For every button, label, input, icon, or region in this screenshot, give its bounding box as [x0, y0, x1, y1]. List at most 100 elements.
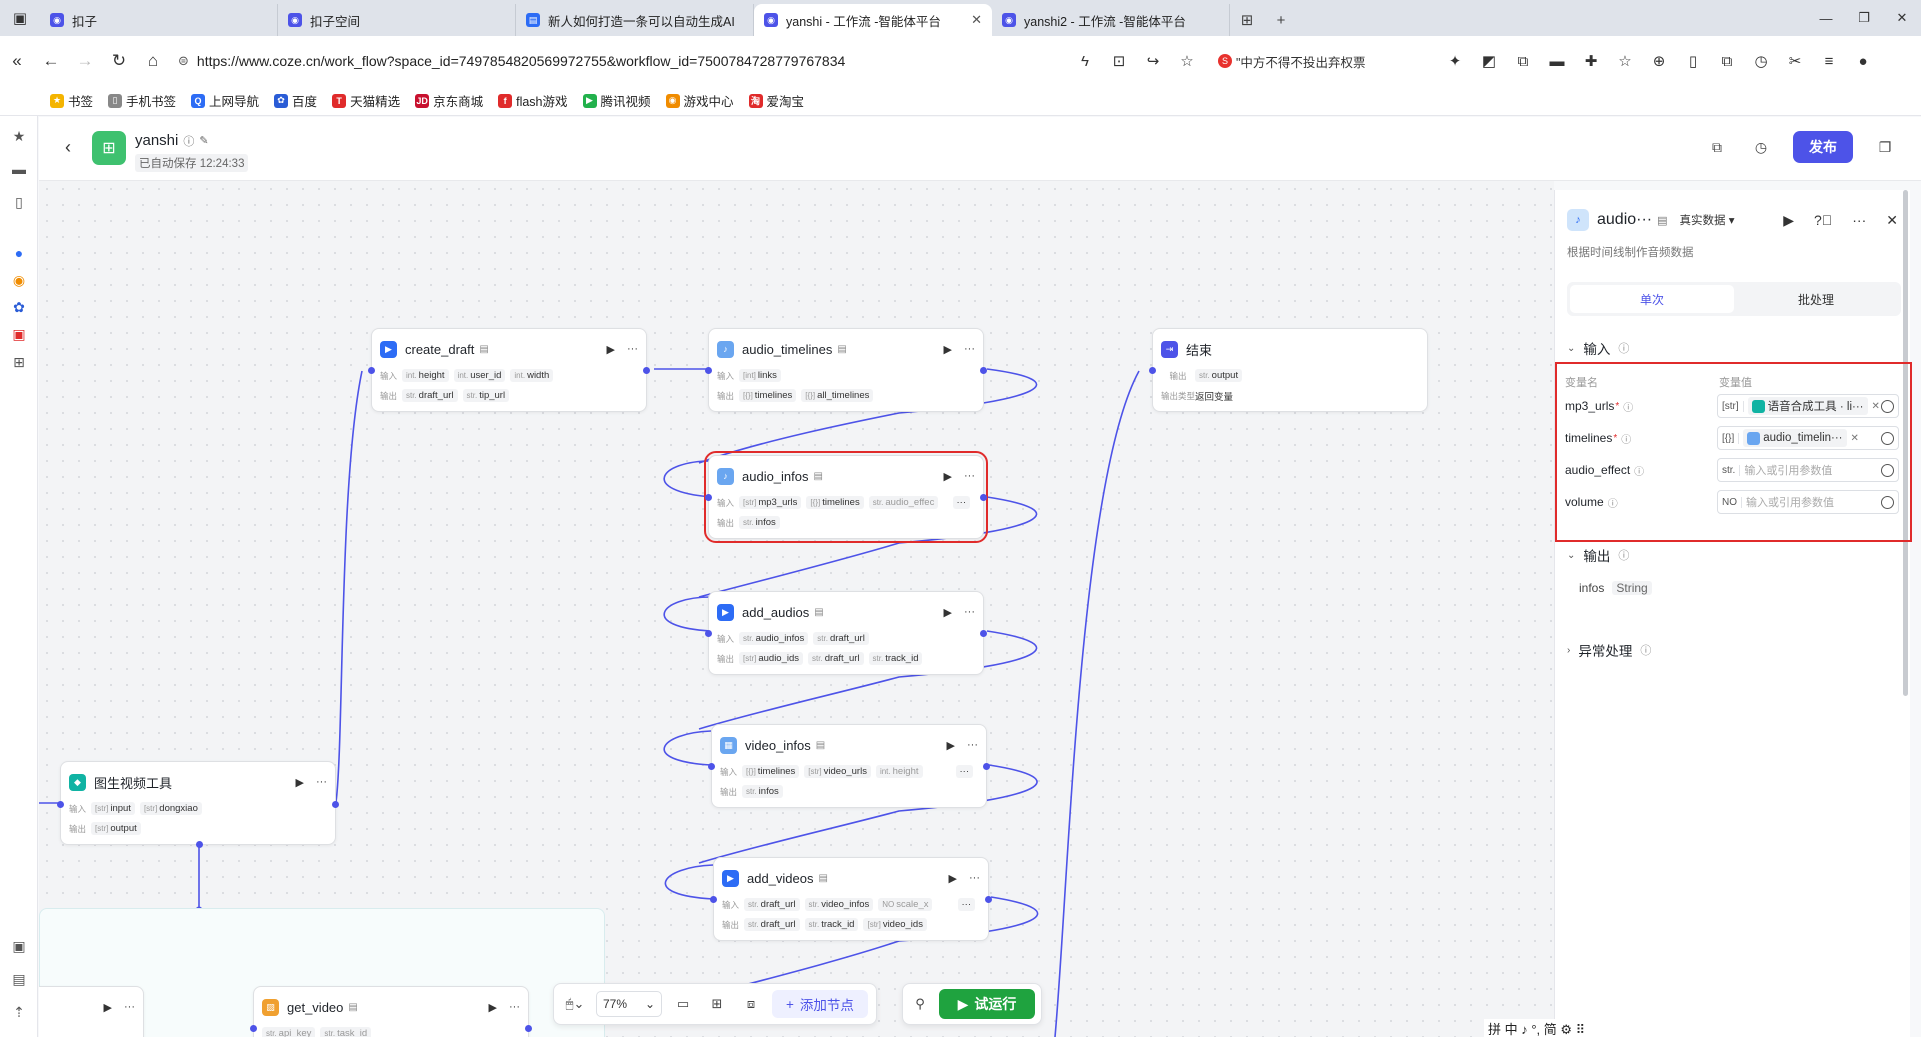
input-port[interactable]	[705, 630, 712, 637]
output-port[interactable]	[980, 494, 987, 501]
run-node-icon[interactable]: ▶	[606, 343, 615, 356]
bookmark-item[interactable]: ✿百度	[274, 91, 317, 110]
layout-icon[interactable]: ❐	[1878, 138, 1892, 155]
tab-batch[interactable]: 批处理	[1797, 292, 1834, 307]
tab-yanshi2[interactable]: ◉ yanshi2 - 工作流 -智能体平台	[992, 4, 1230, 36]
publish-button[interactable]: 发布	[1793, 131, 1853, 163]
zoom-select[interactable]: 77% ⌄	[596, 991, 662, 1017]
input-port[interactable]	[57, 801, 64, 808]
close-window-icon[interactable]: ✕	[1896, 10, 1908, 25]
panel-scrollbar[interactable]	[1903, 190, 1908, 696]
data-mode-select[interactable]: 真实数据 ▾	[1679, 215, 1735, 227]
scissors-icon[interactable]: ✂	[1788, 53, 1802, 70]
output-port[interactable]	[985, 896, 992, 903]
node-video-infos[interactable]: ▦ video_infos ▤ ▶··· 输入 [{}]timelines [s…	[708, 724, 990, 808]
copy-icon[interactable]: ⧉	[1712, 138, 1722, 155]
param-value-mp3-urls[interactable]: [str] 语音合成工具 · li··· ✕	[1717, 394, 1899, 418]
input-port[interactable]	[705, 367, 712, 374]
more-icon[interactable]: ···	[969, 871, 980, 884]
variable-picker-icon[interactable]	[1881, 399, 1894, 413]
tab-single[interactable]: 单次	[1570, 285, 1734, 313]
more-icon[interactable]: ···	[964, 605, 975, 618]
bookmark-item[interactable]: ◉游戏中心	[665, 91, 734, 110]
more-icon[interactable]: ···	[964, 342, 975, 355]
debug-icon[interactable]: ⚲	[915, 996, 925, 1011]
more-icon[interactable]: ···	[316, 775, 327, 788]
output-port[interactable]	[983, 763, 990, 770]
extension-icon[interactable]: ◩	[1481, 53, 1497, 70]
bookmark-item[interactable]: 淘爱淘宝	[748, 91, 804, 110]
assistant-sidebar-icon[interactable]: ◉	[12, 271, 26, 288]
minimize-icon[interactable]: —	[1819, 10, 1833, 26]
variable-picker-icon[interactable]	[1881, 431, 1894, 445]
output-port[interactable]	[980, 367, 987, 374]
download-icon[interactable]: ⊕	[1652, 53, 1666, 70]
output-port[interactable]	[332, 801, 339, 808]
star-icon[interactable]: ☆	[1180, 53, 1194, 70]
node-audio-timelines[interactable]: ♪ audio_timelines ▤ ▶··· 输入 [int]links 输…	[705, 328, 987, 412]
add-sidebar-icon[interactable]: ⊞	[13, 353, 25, 370]
input-port[interactable]	[710, 896, 717, 903]
run-node-icon[interactable]: ▶	[295, 776, 304, 789]
pin-sidebar-icon[interactable]: ⇡	[13, 1003, 25, 1020]
output-port[interactable]	[643, 367, 650, 374]
home-icon[interactable]: ⌂	[147, 51, 159, 70]
lightning-icon[interactable]: ϟ	[1081, 52, 1089, 70]
output-port[interactable]	[980, 630, 987, 637]
clear-icon[interactable]: ✕	[1850, 432, 1859, 444]
history-icon[interactable]: ◷	[1754, 53, 1768, 70]
node-create-draft[interactable]: ▶ create_draft ▤ ▶··· 输入 int.height int.…	[368, 328, 650, 412]
back-icon[interactable]: ‹	[65, 137, 71, 157]
node-add-audios[interactable]: ▶ add_audios ▤ ▶··· 输入 str.audio_infos s…	[705, 591, 987, 675]
search-sidebar-icon[interactable]: ●	[14, 245, 24, 261]
info-icon[interactable]: ⓘ	[183, 135, 195, 148]
minimap-icon[interactable]: ⧈	[746, 996, 756, 1011]
sidebar-toggle-icon[interactable]: «	[12, 51, 22, 70]
run-node-icon[interactable]: ▶	[943, 470, 952, 483]
puzzle-icon[interactable]: ✚	[1584, 53, 1598, 70]
more-icon[interactable]: ···	[964, 469, 975, 482]
close-icon[interactable]: ✕	[1886, 211, 1898, 228]
new-tab-icon[interactable]: +	[1276, 11, 1286, 29]
more-icon[interactable]: ···	[967, 738, 978, 751]
close-tab-icon[interactable]: ✕	[971, 12, 982, 27]
comment-icon[interactable]: ▭	[676, 996, 690, 1011]
node-add-videos[interactable]: ▶ add_videos ▤ ▶··· 输入 str.draft_url str…	[710, 857, 992, 941]
output-port[interactable]	[525, 1025, 532, 1032]
phone-icon[interactable]: ▯	[1688, 53, 1698, 70]
bookmark-item[interactable]: ★书签	[50, 91, 93, 110]
input-port[interactable]	[250, 1025, 257, 1032]
hot-sidebar-icon[interactable]: ▣	[12, 325, 26, 342]
input-port[interactable]	[368, 367, 375, 374]
run-icon[interactable]: ▶	[1783, 211, 1794, 228]
run-node-icon[interactable]: ▶	[103, 1001, 112, 1014]
param-value-volume[interactable]: NO 输入或引用参数值	[1717, 490, 1899, 514]
input-port[interactable]	[705, 494, 712, 501]
help-icon[interactable]: ?⃝	[1813, 211, 1833, 228]
folder-icon[interactable]: ▬	[1549, 52, 1565, 70]
input-port[interactable]	[1149, 367, 1156, 374]
tab-doc[interactable]: ▤ 新人如何打造一条可以自动生成AI	[516, 4, 754, 36]
copy-icon[interactable]: ⧉	[1721, 52, 1733, 70]
url-field[interactable]: ⊜ https://www.coze.cn/work_flow?space_id…	[178, 45, 1058, 77]
param-value-audio-effect[interactable]: str. 输入或引用参数值	[1717, 458, 1899, 482]
search-suggestion[interactable]: S "中方不得不投出弃权票	[1218, 47, 1414, 75]
ime-toolbar[interactable]: 拼 中 ♪ °, 简 ⚙ ⠿	[1484, 1019, 1590, 1037]
bottom-port[interactable]	[196, 841, 203, 848]
input-port[interactable]	[708, 763, 715, 770]
window-sidebar-icon[interactable]: ▣	[12, 937, 26, 954]
folder-sidebar-icon[interactable]: ▬	[12, 161, 26, 177]
translate-icon[interactable]: ⧉	[1517, 52, 1529, 70]
more-icon[interactable]: ···	[509, 1000, 520, 1013]
share-icon[interactable]: ↪	[1146, 53, 1160, 70]
more-icon[interactable]: ···	[124, 1000, 135, 1013]
variable-picker-icon[interactable]	[1881, 463, 1894, 477]
input-section-header[interactable]: ⌄ 输入 ⓘ	[1567, 342, 1630, 357]
favorites-icon[interactable]: ☆	[1618, 53, 1632, 70]
menu-icon[interactable]: ≡	[1824, 52, 1834, 70]
forward-icon[interactable]: →	[76, 51, 94, 70]
reload-icon[interactable]: ↻	[111, 51, 127, 70]
toolbox-sidebar-icon[interactable]: ▤	[12, 970, 26, 987]
